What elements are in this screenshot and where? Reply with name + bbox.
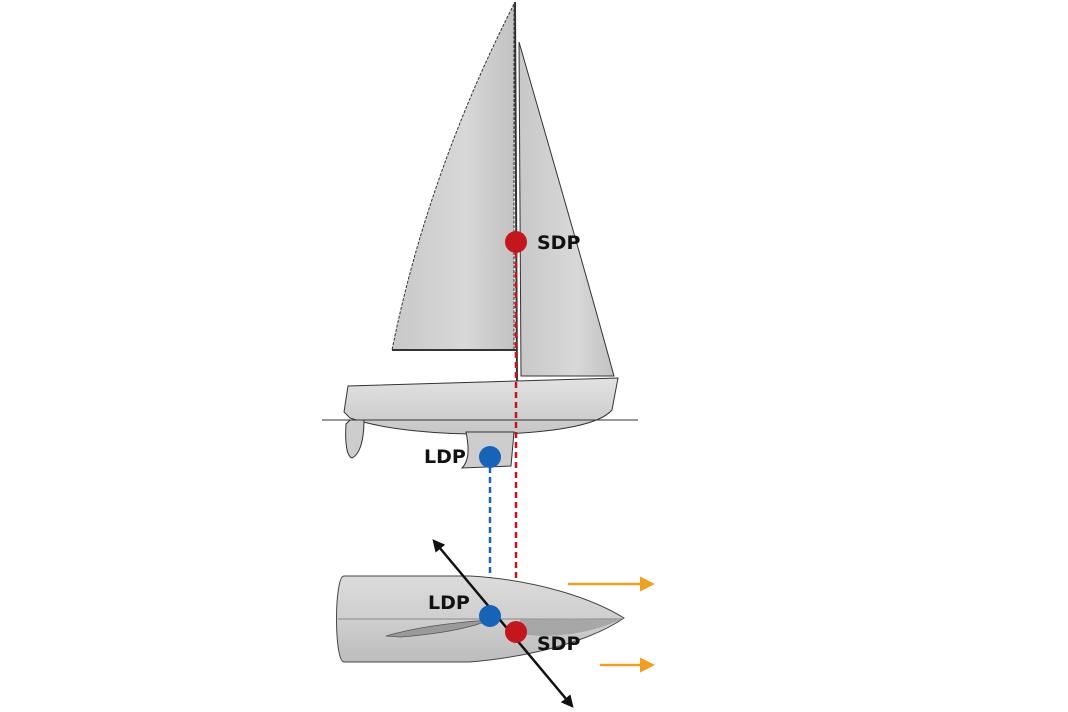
ldp-label-side: LDP: [424, 446, 466, 468]
jib-sail: [518, 41, 615, 377]
ldp-label-top: LDP: [428, 592, 470, 614]
force-arrow: [432, 539, 574, 708]
sdp-label-top: SDP: [537, 633, 580, 655]
mainsail: [391, 3, 515, 351]
ldp-point-side: [479, 446, 501, 468]
ldp-point-top: [479, 605, 501, 627]
hull-side: [343, 377, 619, 435]
side-view: SDP LDP: [322, 1, 638, 632]
sdp-point-side: [505, 231, 527, 253]
top-view: LDP SDP: [336, 539, 655, 708]
sdp-point-top: [505, 621, 527, 643]
rudder: [345, 419, 365, 459]
mast: [514, 1, 518, 385]
sdp-label-side: SDP: [537, 232, 580, 254]
